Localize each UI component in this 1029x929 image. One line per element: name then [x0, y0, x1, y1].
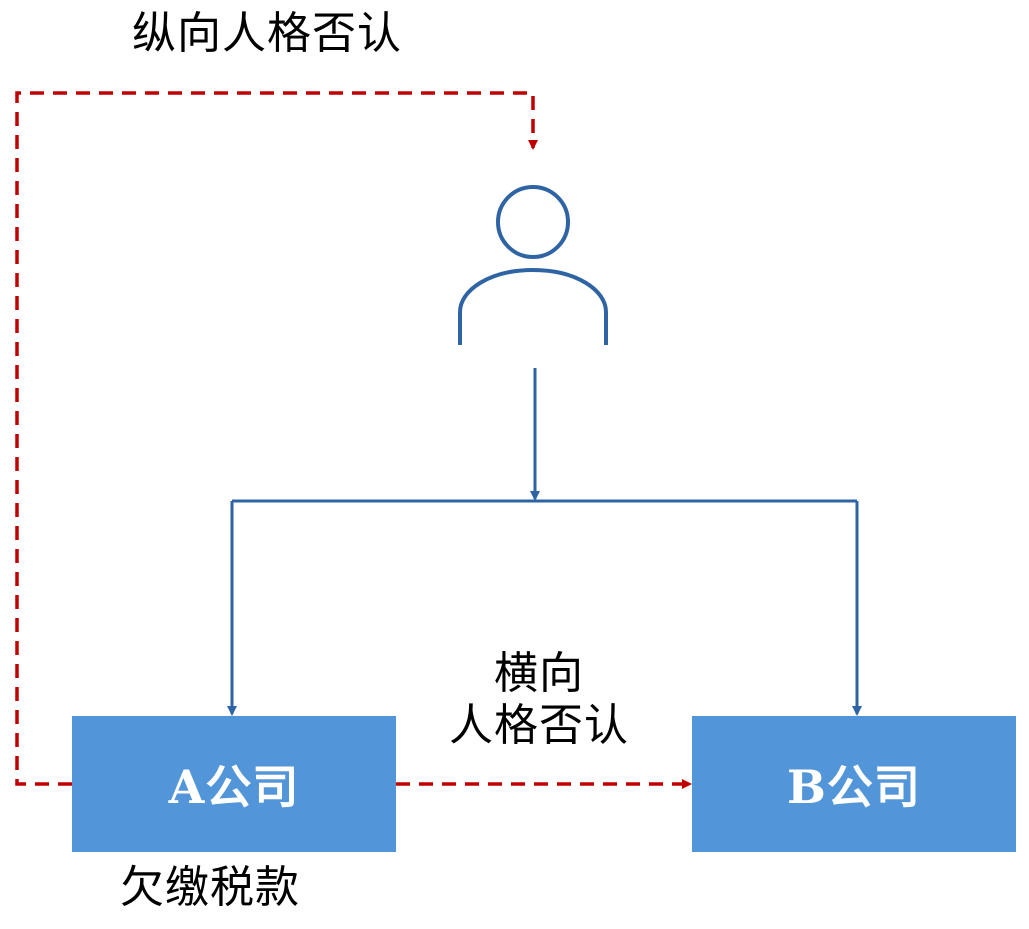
vertical-piercing-label: 纵向人格否认	[132, 8, 402, 59]
horizontal-piercing-label-line1: 横向	[494, 648, 584, 699]
horizontal-piercing-label-line2: 人格否认	[449, 700, 629, 751]
tax-arrears-label: 欠缴税款	[120, 862, 300, 913]
person-icon	[458, 185, 608, 345]
vertical-piercing-arrow	[15, 91, 538, 786]
company-a-box: A公司	[72, 716, 396, 852]
horizontal-piercing-label: 横向 人格否认	[434, 648, 644, 752]
company-a-label: A公司	[168, 760, 300, 814]
company-b-label: B公司	[787, 760, 921, 814]
company-b-box: B公司	[692, 716, 1016, 852]
